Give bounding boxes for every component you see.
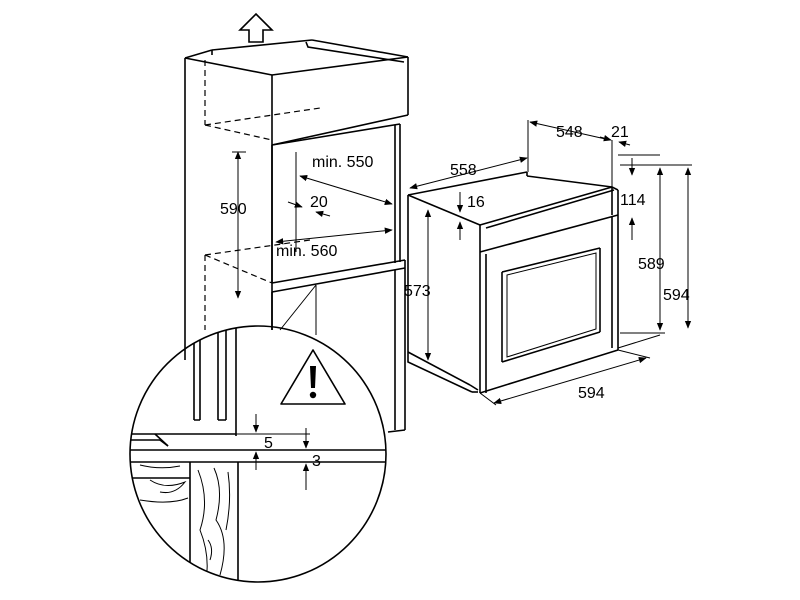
- front-height-label: 594: [663, 287, 690, 304]
- kitchen-cabinet: [184, 39, 409, 433]
- oven-unit: [407, 171, 619, 394]
- warning-triangle-icon: [280, 349, 346, 405]
- oven-body-height-label: 573: [404, 283, 431, 300]
- detail-gap-top-label: 5: [264, 435, 273, 452]
- niche-depth-label: min. 550: [312, 154, 373, 171]
- detail-magnifier: 5 3: [129, 325, 387, 583]
- front-width-label: 594: [578, 385, 605, 402]
- control-panel-height-label: 114: [620, 192, 646, 209]
- panel-offset-label: 16: [467, 194, 485, 211]
- oven-depth-label: 548: [556, 124, 583, 141]
- vent-gap-label: 20: [310, 194, 328, 211]
- up-arrow-icon: [238, 12, 274, 43]
- niche-width-label: min. 560: [276, 243, 337, 260]
- niche-height-label: 590: [220, 201, 247, 218]
- oven-width-label: 558: [450, 162, 477, 179]
- front-depth-label: 21: [611, 124, 629, 141]
- oven-height-inner-label: 589: [638, 256, 665, 273]
- oven-dimensions: 558 548 21 16 573 114 589 594: [404, 120, 692, 406]
- detail-gap-bottom-label: 3: [312, 453, 321, 470]
- niche-dimensions: 590 min. 550 20 min. 560: [220, 151, 393, 299]
